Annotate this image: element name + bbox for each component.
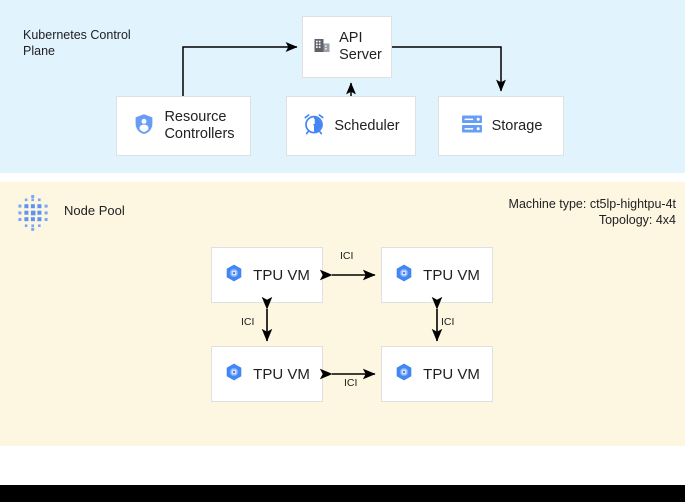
scheduler-label: Scheduler xyxy=(334,117,400,134)
ici-link-label: ICI xyxy=(340,250,354,262)
tpu-vm-label: TPU VM xyxy=(253,365,310,383)
storage-label: Storage xyxy=(491,117,543,134)
tpu-chip-icon xyxy=(224,263,244,288)
resource-controllers-label: Resource Controllers xyxy=(164,109,235,142)
tpu-vm-label: TPU VM xyxy=(423,365,480,383)
ici-link-label: ICI xyxy=(241,316,255,328)
tpu-chip-icon xyxy=(394,263,414,288)
resource-controllers-node[interactable]: Resource Controllers xyxy=(116,96,251,156)
tpu-chip-icon xyxy=(224,362,244,387)
bottom-bar xyxy=(0,485,685,502)
storage-node[interactable]: Storage xyxy=(438,96,564,156)
machine-type-text: Machine type: ct5lp-hightpu-4t xyxy=(508,197,676,211)
tpu-chip-icon xyxy=(394,362,414,387)
ici-link-label: ICI xyxy=(344,377,358,389)
tpu-vm-node[interactable]: TPU VM xyxy=(381,247,493,303)
topology-text: Topology: 4x4 xyxy=(598,213,676,227)
machine-metadata: Machine type: ct5lp-hightpu-4t Topology:… xyxy=(509,196,676,228)
database-stack-icon xyxy=(460,113,484,140)
tpu-vm-node[interactable]: TPU VM xyxy=(211,346,323,402)
tpu-vm-label: TPU VM xyxy=(423,266,480,284)
api-server-node[interactable]: API Server xyxy=(302,16,392,78)
tpu-vm-label: TPU VM xyxy=(253,266,310,284)
server-building-icon xyxy=(312,35,332,60)
tpu-vm-node[interactable]: TPU VM xyxy=(381,346,493,402)
api-server-label: API Server xyxy=(339,30,382,63)
alarm-clock-icon xyxy=(302,112,326,141)
node-pool-section xyxy=(0,182,685,446)
scheduler-node[interactable]: Scheduler xyxy=(286,96,416,156)
node-pool-dots-icon xyxy=(12,192,54,239)
node-pool-label: Node Pool xyxy=(64,203,125,218)
control-plane-label: Kubernetes Control Plane xyxy=(23,28,131,58)
ici-link-label: ICI xyxy=(441,316,455,328)
tpu-vm-node[interactable]: TPU VM xyxy=(211,247,323,303)
shield-person-icon xyxy=(132,112,156,141)
